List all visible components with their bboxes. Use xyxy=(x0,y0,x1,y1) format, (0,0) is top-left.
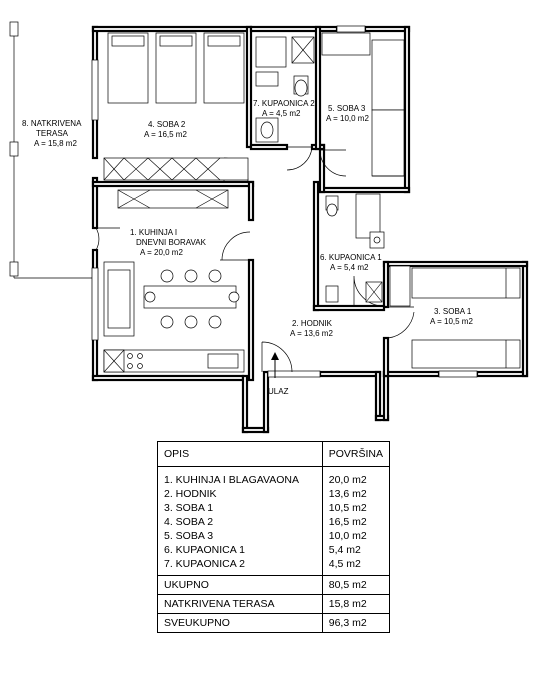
living-furniture xyxy=(103,189,245,373)
legend-ukupno-row: UKUPNO 80,5 m2 xyxy=(157,575,391,595)
legend-item-area: 5,4 m2 xyxy=(321,543,391,557)
legend-item-area: 4,5 m2 xyxy=(321,557,391,576)
legend-sveukupno-area: 96,3 m2 xyxy=(321,613,391,633)
label-hodnik-area: A = 13,6 m2 xyxy=(290,329,333,338)
legend-row: 6. KUPAONICA 1 5,4 m2 xyxy=(157,543,391,557)
legend-item-area: 13,6 m2 xyxy=(321,487,391,501)
legend-item-name: 3. SOBA 1 xyxy=(157,501,323,515)
label-kupaonica-2-area: A = 4,5 m2 xyxy=(262,109,301,118)
legend-row: 1. KUHINJA I BLAGAVAONA 20,0 m2 xyxy=(157,466,391,487)
label-soba-2-area: A = 16,5 m2 xyxy=(144,130,187,139)
soba-1-furniture xyxy=(389,265,521,369)
terrace-outline xyxy=(9,21,96,279)
legend-header-opis: OPIS xyxy=(157,441,323,467)
soba-3-furniture xyxy=(321,32,405,177)
label-terrace-1: 8. NATKRIVENA xyxy=(22,119,82,128)
legend-row: 4. SOBA 2 16,5 m2 xyxy=(157,515,391,529)
legend-item-name: 5. SOBA 3 xyxy=(157,529,323,543)
area-legend-table: OPIS POVRŠINA 1. KUHINJA I BLAGAVAONA 20… xyxy=(157,441,391,633)
floor-plan: 8. NATKRIVENA TERASA A = 15,8 m2 4. SOBA… xyxy=(9,21,529,434)
label-soba-3-area: A = 10,0 m2 xyxy=(326,114,369,123)
legend-terasa-name: NATKRIVENA TERASA xyxy=(157,594,323,614)
bathroom-1-fixtures xyxy=(325,193,385,303)
label-kupaonica-1-area: A = 5,4 m2 xyxy=(330,263,369,272)
label-soba-1-area: A = 10,5 m2 xyxy=(430,317,473,326)
legend-terasa-area: 15,8 m2 xyxy=(321,594,391,614)
legend-row: 3. SOBA 1 10,5 m2 xyxy=(157,501,391,515)
legend-ukupno-area: 80,5 m2 xyxy=(321,575,391,595)
legend-row: 2. HODNIK 13,6 m2 xyxy=(157,487,391,501)
legend-item-name: 4. SOBA 2 xyxy=(157,515,323,529)
legend-header-row: OPIS POVRŠINA xyxy=(157,441,391,467)
legend-row: 7. KUPAONICA 2 4,5 m2 xyxy=(157,557,391,576)
legend-item-name: 2. HODNIK xyxy=(157,487,323,501)
legend-ukupno-name: UKUPNO xyxy=(157,575,323,595)
label-kupaonica-1: 6. KUPAONICA 1 xyxy=(320,253,382,262)
label-soba-2: 4. SOBA 2 xyxy=(148,120,186,129)
beds-soba-2 xyxy=(103,32,249,181)
windows xyxy=(91,25,478,378)
label-kuhinja-area: A = 20,0 m2 xyxy=(140,248,183,257)
legend-item-area: 20,0 m2 xyxy=(321,466,391,487)
bathroom-2-fixtures xyxy=(255,36,315,143)
legend-item-name: 7. KUPAONICA 2 xyxy=(157,557,323,576)
label-kuhinja-2: DNEVNI BORAVAK xyxy=(136,238,207,247)
legend-sveukupno-row: SVEUKUPNO 96,3 m2 xyxy=(157,613,391,633)
legend-item-area: 16,5 m2 xyxy=(321,515,391,529)
walls xyxy=(91,25,529,434)
legend-row: 5. SOBA 3 10,0 m2 xyxy=(157,529,391,543)
label-soba-3: 5. SOBA 3 xyxy=(328,104,366,113)
label-entrance: ULAZ xyxy=(268,387,289,396)
legend-item-name: 6. KUPAONICA 1 xyxy=(157,543,323,557)
legend-header-povrsina: POVRŠINA xyxy=(321,441,391,467)
label-kuhinja-1: 1. KUHINJA I xyxy=(130,228,177,237)
label-hodnik: 2. HODNIK xyxy=(292,319,333,328)
label-kupaonica-2: 7. KUPAONICA 2 xyxy=(253,99,315,108)
legend-terasa-row: NATKRIVENA TERASA 15,8 m2 xyxy=(157,594,391,614)
legend-item-name: 1. KUHINJA I BLAGAVAONA xyxy=(157,466,323,487)
label-soba-1: 3. SOBA 1 xyxy=(434,307,472,316)
legend-item-area: 10,5 m2 xyxy=(321,501,391,515)
legend-sveukupno-name: SVEUKUPNO xyxy=(157,613,323,633)
entrance-arrow-icon xyxy=(271,352,279,378)
label-terrace-2: TERASA xyxy=(36,129,69,138)
label-terrace-area: A = 15,8 m2 xyxy=(34,139,77,148)
legend-item-area: 10,0 m2 xyxy=(321,529,391,543)
